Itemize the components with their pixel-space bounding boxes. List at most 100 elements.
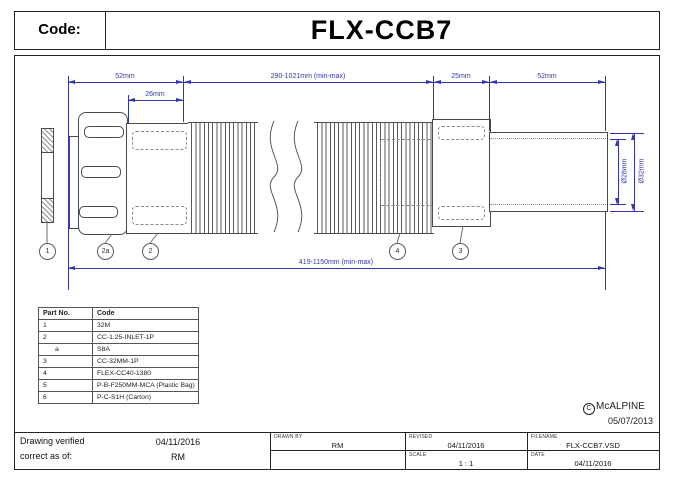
extension-line bbox=[605, 212, 606, 290]
part-no-cell: 5 bbox=[38, 379, 93, 392]
verified-label-line2: correct as of: bbox=[20, 451, 73, 461]
outlet-pipe-part bbox=[489, 132, 608, 212]
revised-label: REVISED bbox=[409, 434, 433, 440]
dim-label-290-1021: 290-1021mm (min-max) bbox=[270, 73, 346, 80]
extension-line bbox=[128, 95, 129, 123]
coupling-hidden-top bbox=[438, 126, 485, 140]
part-code-cell: FLEX-CC40-1380 bbox=[92, 367, 199, 380]
dim-label-25: 25mm bbox=[451, 73, 471, 80]
dim-arrow bbox=[598, 266, 605, 270]
table-row: 4 FLEX-CC40-1380 bbox=[38, 367, 199, 380]
footer-divider bbox=[14, 432, 659, 433]
nut-grip-slot bbox=[81, 166, 121, 178]
part-code-cell: P-C-S1H (Carton) bbox=[92, 391, 199, 404]
part-code-cell: 32M bbox=[92, 319, 199, 332]
dim-arrow bbox=[68, 80, 75, 84]
part-code-cell: S8A bbox=[92, 343, 199, 356]
page-title: FLX-CCB7 bbox=[310, 15, 453, 45]
extension-line bbox=[489, 76, 490, 131]
dimension-line-26 bbox=[128, 100, 183, 101]
col-header-part-no: Part No. bbox=[38, 307, 93, 320]
copyright-icon: C bbox=[583, 403, 595, 415]
balloon-1: 1 bbox=[39, 243, 56, 260]
code-label: Code: bbox=[38, 21, 81, 38]
dim-label-dia32: Ø32mm bbox=[638, 158, 646, 184]
part-no-cell: 6 bbox=[38, 391, 93, 404]
part-code-cell: CC-32MM-1P bbox=[92, 355, 199, 368]
scale-value: 1 : 1 bbox=[458, 459, 474, 468]
scale-label: SCALE bbox=[409, 452, 427, 458]
washer-part bbox=[41, 128, 54, 223]
footer-divider bbox=[405, 432, 406, 469]
balloon-4: 4 bbox=[389, 243, 406, 260]
filename-label: FILENAME bbox=[531, 434, 558, 440]
col-header-code: Code bbox=[92, 307, 199, 320]
washer-hatch-bottom bbox=[42, 198, 53, 222]
dim-arrow bbox=[482, 80, 489, 84]
extension-line bbox=[183, 76, 184, 122]
part-no-cell: 1 bbox=[38, 319, 93, 332]
table-row: 2 CC-1.25-INLET-1P bbox=[38, 331, 199, 344]
dim-label-26: 26mm bbox=[145, 91, 165, 98]
balloon-2: 2 bbox=[142, 243, 159, 260]
table-row: 5 P-B-F250MM-MCA (Plastic Bag) bbox=[38, 379, 199, 392]
hidden-bore-bottom bbox=[132, 206, 187, 225]
extension-line bbox=[610, 133, 644, 134]
footer-divider bbox=[270, 432, 271, 469]
footer-divider bbox=[270, 450, 659, 451]
filename-value: FLX-CCB7.VSD bbox=[566, 441, 620, 450]
date-label: DATE bbox=[531, 452, 545, 458]
part-no-cell: 4 bbox=[38, 367, 93, 380]
hidden-bore-top bbox=[132, 131, 187, 150]
dim-arrow bbox=[615, 198, 619, 205]
title-bar bbox=[14, 11, 660, 50]
drawn-by-label: DRAWN BY bbox=[274, 434, 303, 440]
pipe-bore-line-bottom bbox=[490, 204, 606, 205]
dimension-line-dia32 bbox=[634, 133, 635, 211]
extension-line bbox=[605, 76, 606, 131]
maker-name: McALPINE bbox=[596, 401, 645, 412]
dim-arrow bbox=[176, 98, 183, 102]
pipe-break-symbol bbox=[258, 120, 314, 234]
dim-arrow bbox=[184, 80, 191, 84]
date-value: 04/11/2016 bbox=[574, 459, 612, 468]
footer-divider bbox=[527, 432, 528, 469]
dim-arrow bbox=[128, 98, 135, 102]
balloon-2a: 2a bbox=[97, 243, 114, 260]
stamp-date: 05/07/2013 bbox=[607, 416, 653, 426]
dim-label-overall: 419-1150mm (min-max) bbox=[298, 259, 374, 266]
dimension-line-top bbox=[68, 82, 605, 83]
title-divider bbox=[105, 11, 106, 49]
extension-line bbox=[610, 211, 644, 212]
washer-hatch-top bbox=[42, 129, 53, 153]
table-header-row: Part No. Code bbox=[38, 307, 199, 320]
extension-line bbox=[68, 76, 69, 290]
dim-arrow bbox=[615, 139, 619, 146]
table-row: 1 32M bbox=[38, 319, 199, 332]
table-row: a S8A bbox=[38, 343, 199, 356]
dim-arrow bbox=[176, 80, 183, 84]
part-no-cell: 3 bbox=[38, 355, 93, 368]
dim-arrow bbox=[631, 133, 635, 140]
verified-date: 04/11/2016 bbox=[155, 437, 201, 447]
dim-arrow bbox=[68, 266, 75, 270]
dim-label-dia28: Ø28mm bbox=[621, 158, 629, 184]
parts-table: Part No. Code 1 32M 2 CC-1.25-INLET-1P a… bbox=[38, 307, 199, 404]
dim-arrow bbox=[426, 80, 433, 84]
pipe-bore-line-top bbox=[490, 138, 606, 139]
extension-line bbox=[433, 76, 434, 119]
pipe-break-curves bbox=[269, 120, 303, 233]
part-no-cell: 2 bbox=[38, 331, 93, 344]
revised-value: 04/11/2016 bbox=[447, 441, 485, 450]
nut-grip-slot bbox=[84, 126, 124, 138]
part-code-cell: CC-1.25-INLET-1P bbox=[92, 331, 199, 344]
dim-label-52-right: 52mm bbox=[537, 73, 557, 80]
drawn-by-value: RM bbox=[331, 441, 344, 450]
dim-arrow bbox=[598, 80, 605, 84]
part-code-cell: P-B-F250MM-MCA (Plastic Bag) bbox=[92, 379, 199, 392]
nut-grip-slot bbox=[79, 206, 118, 218]
dimension-line-overall bbox=[68, 268, 605, 269]
dim-arrow bbox=[434, 80, 441, 84]
